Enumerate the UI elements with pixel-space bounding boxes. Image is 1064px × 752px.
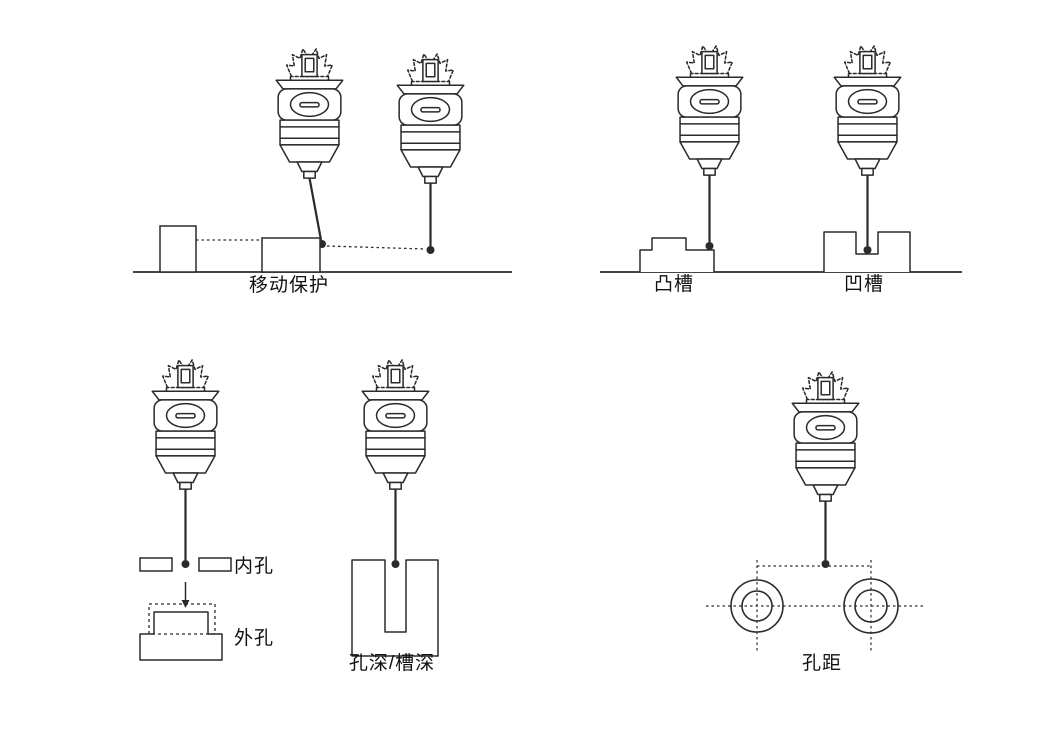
stylus-ball: [181, 560, 190, 568]
stylus-ball: [705, 242, 714, 250]
workpiece-u-slot: [351, 559, 439, 657]
panel-hole-depth: 孔深/槽深: [349, 359, 439, 674]
dotted-path-line: [326, 245, 426, 250]
touch-probe-icon: [675, 45, 744, 176]
label-boss-groove: 凸槽: [654, 273, 694, 295]
inner-hole-wall: [139, 557, 173, 572]
stylus-ball: [426, 246, 435, 254]
touch-probe-icon: [151, 359, 220, 490]
touch-probe-icon: [396, 53, 465, 184]
stylus-tilted: [308, 177, 323, 241]
workpiece-block: [261, 237, 321, 273]
stylus-ball: [863, 246, 872, 254]
label-hole-depth: 孔深/槽深: [349, 652, 435, 674]
touch-probe-icon: [275, 48, 344, 179]
panel-move-protection: 移动保护: [133, 48, 512, 296]
workpiece-boss: [639, 237, 715, 272]
touch-probe-icon: [833, 45, 902, 176]
workpiece-block: [159, 225, 197, 273]
workpiece-slot: [823, 231, 911, 272]
dotted-probe-path-rect: [148, 603, 216, 635]
touch-probe-icon: [791, 371, 860, 502]
label-inner-hole: 内孔: [234, 555, 274, 577]
panel-inner-outer-hole: 内孔 外孔: [139, 359, 274, 661]
label-outer-hole: 外孔: [234, 627, 274, 649]
touch-probe-icon: [361, 359, 430, 490]
stylus-ball: [821, 560, 830, 568]
panel-boss-and-recess-groove: 凸槽 凹槽: [600, 45, 962, 295]
stylus-ball: [391, 560, 400, 568]
inner-hole-wall: [198, 557, 232, 572]
label-recess-groove: 凹槽: [844, 273, 884, 295]
label-hole-distance: 孔距: [802, 652, 842, 674]
workpiece-outer-boss: [139, 611, 223, 661]
label-move-protection: 移动保护: [249, 274, 329, 296]
panel-hole-distance: 孔距: [706, 371, 926, 674]
